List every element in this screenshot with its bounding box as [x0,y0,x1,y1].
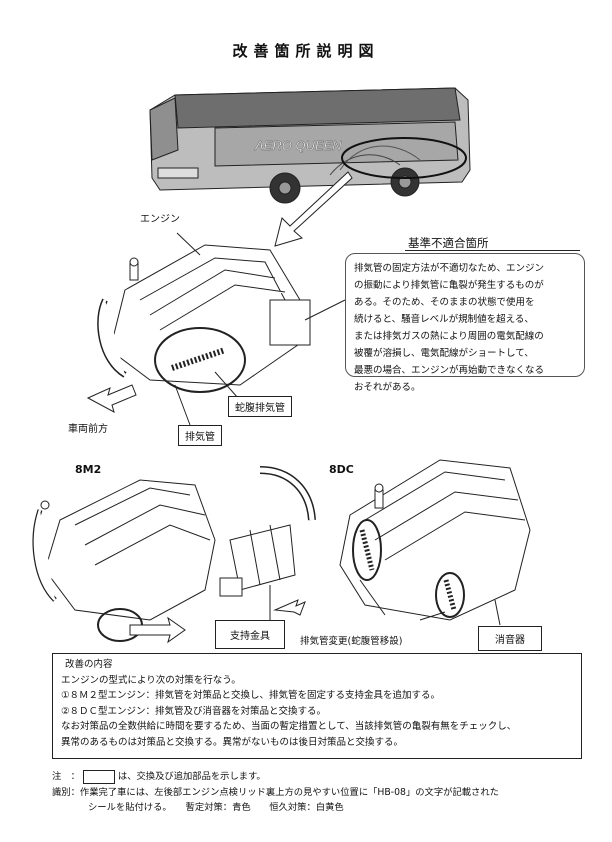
callout-line: 被覆が溶損し、電気配線がショートして、 [354,348,534,359]
noncompliance-callout: 排気管の固定方法が不適切なため、エンジン の振動により排気管に亀裂が発生するもの… [345,253,585,393]
ident-line-2: シールを貼付ける。 暫定対策：青色 恒久対策：白黄色 [88,802,344,813]
bus-logo: AERO QUEEN [254,138,342,153]
highlight-ellipse [341,137,467,179]
callout-line: または排気ガスの熱により周囲の電気配線の [354,331,544,342]
remedy-line: なお対策品の全数供給に時間を要するため、当面の暫定措置として、当該排気管の亀裂有… [61,721,517,733]
engine-label: エンジン [140,214,180,225]
vehicle-front-label: 車両前方 [68,424,108,435]
ident-line-1: 作業完了車には、左後部エンジン点検リッド裏上方の見やすい位置に「HB-08」の文… [79,787,499,798]
legend-box [82,769,115,784]
remedy-heading: 改善の内容 [65,659,113,670]
vehicle-front-arrow-icon [86,384,137,414]
callout-title: 基準不適合箇所 [408,236,489,250]
bus-photo [149,87,471,204]
remedy-box: 改善の内容 エンジンの型式により次の対策を行なう。 ①８Ｍ２型エンジン：排気管を… [52,653,582,759]
model-8dc-label: 8DC [329,463,354,476]
remedy-line: ①８Ｍ２型エンジン：排気管を対策品と交換し、排気管を固定する支持金具を追加する。 [61,690,441,702]
callout-title-underline [405,250,580,251]
flex-pipe-label: 蛇腹排気管 [228,396,292,417]
callout-line: 最悪の場合、エンジンが再始動できなくなる [354,365,545,376]
model-8m2-label: 8M2 [75,463,102,476]
pipe-change-label: 排気管変更(蛇腹管移設) [300,636,403,647]
page-title: 改善箇所説明図 [232,42,380,60]
callout-line: 排気管の固定方法が不適切なため、エンジン [354,263,545,274]
note-line: 注 ： は、交換及び追加部品を示します。 [52,768,266,784]
callout-line: おそれがある。 [354,382,421,393]
support-bracket-label: 支持金具 [215,620,285,649]
remedy-line: 異常のあるものは対策品と交換する。異常がないものは後日対策品と交換する。 [61,736,404,748]
engine-8dc-drawing [339,459,531,621]
support-bracket-drawing [219,466,316,616]
remedy-line: ②８ＤＣ型エンジン：排気管及び消音器を対策品と交換する。 [61,705,327,717]
engine-drawing [97,244,311,393]
ident-prefix: 識別： [52,787,80,798]
pointer-arrow-icon [274,171,353,247]
note-text: は、交換及び追加部品を示します。 [117,771,266,782]
engine-8m2-drawing [32,479,216,644]
exhaust-pipe-label: 排気管 [178,425,222,446]
callout-line: 続けると、騒音レベルが規制値を超える、 [354,314,534,325]
note-prefix: 注 ： [52,771,80,782]
remedy-line: エンジンの型式により次の対策を行なう。 [61,674,241,686]
muffler-label: 消音器 [478,626,542,651]
callout-line: ある。そのため、そのままの状態で使用を [354,297,535,308]
callout-line: の振動により排気管に亀裂が発生するものが [354,280,544,291]
identification-note: 識別：作業完了車には、左後部エンジン点検リッド裏上方の見やすい位置に「HB-08… [52,785,592,815]
